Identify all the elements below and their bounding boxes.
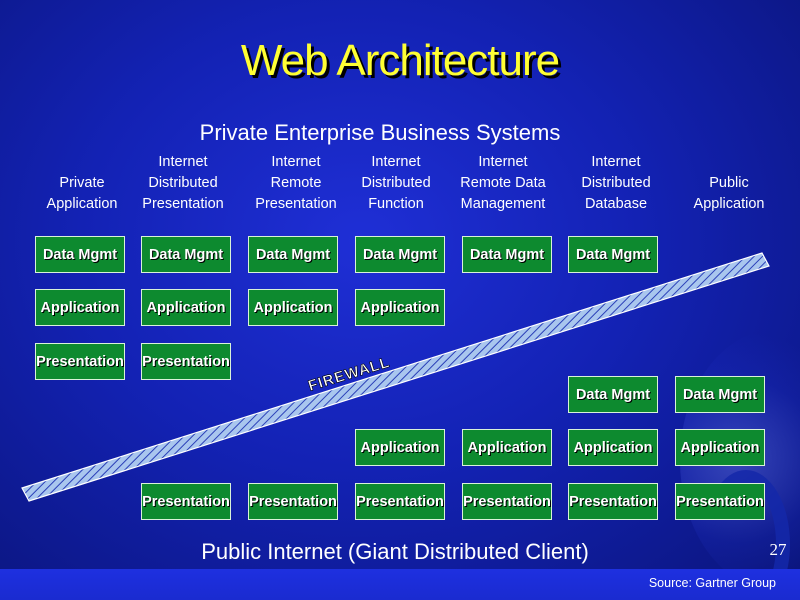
- presentation-box: Presentation: [355, 483, 445, 520]
- column-header-line3: Presentation: [142, 196, 224, 212]
- column-header-public-application: Public Application: [669, 152, 789, 215]
- column-header-line2: Remote Data: [460, 175, 546, 191]
- column-header-distributed-presentation: Internet Distributed Presentation: [123, 152, 243, 215]
- source-credit: Source: Gartner Group: [648, 576, 776, 590]
- data-mgmt-box: Data Mgmt: [248, 236, 338, 273]
- column-header-line2: Distributed: [148, 175, 218, 191]
- column-header-line1: Internet: [591, 154, 641, 170]
- slide-title: Web Architecture: [240, 36, 560, 85]
- presentation-box: Presentation: [462, 483, 552, 520]
- column-header-private-application: Private Application: [22, 152, 142, 215]
- data-mgmt-box: Data Mgmt: [675, 376, 765, 413]
- column-header-distributed-database: Internet Distributed Database: [556, 152, 676, 215]
- data-mgmt-box: Data Mgmt: [141, 236, 231, 273]
- application-box: Application: [248, 289, 338, 326]
- application-box: Application: [355, 289, 445, 326]
- presentation-box: Presentation: [141, 343, 231, 380]
- presentation-box: Presentation: [248, 483, 338, 520]
- private-enterprise-label: Private Enterprise Business Systems: [199, 120, 561, 145]
- column-header-distributed-function: Internet Distributed Function: [336, 152, 456, 215]
- application-box: Application: [568, 429, 658, 466]
- column-header-line1: Internet: [478, 154, 528, 170]
- application-box: Application: [35, 289, 125, 326]
- column-header-line2: Public: [709, 175, 749, 191]
- data-mgmt-box: Data Mgmt: [568, 376, 658, 413]
- column-header-line3: Presentation: [255, 196, 337, 212]
- column-header-line3: Management: [460, 196, 546, 212]
- column-header-line3: Database: [584, 196, 648, 212]
- presentation-box: Presentation: [141, 483, 231, 520]
- data-mgmt-box: Data Mgmt: [462, 236, 552, 273]
- public-internet-label: Public Internet (Giant Distributed Clien…: [201, 539, 589, 564]
- data-mgmt-box: Data Mgmt: [35, 236, 125, 273]
- column-header-line3: Function: [368, 196, 424, 212]
- firewall-band: [21, 252, 770, 502]
- page-number: 27: [769, 540, 787, 559]
- application-box: Application: [675, 429, 765, 466]
- column-header-line3: Application: [46, 196, 118, 212]
- column-header-line1: Internet: [371, 154, 421, 170]
- column-header-remote-data-management: Internet Remote Data Management: [443, 152, 563, 215]
- data-mgmt-box: Data Mgmt: [355, 236, 445, 273]
- application-box: Application: [141, 289, 231, 326]
- footer-bar: [0, 569, 800, 600]
- column-header-line2: Private: [59, 175, 105, 191]
- column-header-line1: Internet: [271, 154, 321, 170]
- data-mgmt-box: Data Mgmt: [568, 236, 658, 273]
- presentation-box: Presentation: [675, 483, 765, 520]
- column-header-remote-presentation: Internet Remote Presentation: [236, 152, 356, 215]
- application-box: Application: [355, 429, 445, 466]
- presentation-box: Presentation: [35, 343, 125, 380]
- column-header-line2: Distributed: [581, 175, 651, 191]
- column-header-line3: Application: [693, 196, 765, 212]
- column-header-line2: Remote: [270, 175, 322, 191]
- column-header-line1: Internet: [158, 154, 208, 170]
- column-header-line2: Distributed: [361, 175, 431, 191]
- presentation-box: Presentation: [568, 483, 658, 520]
- application-box: Application: [462, 429, 552, 466]
